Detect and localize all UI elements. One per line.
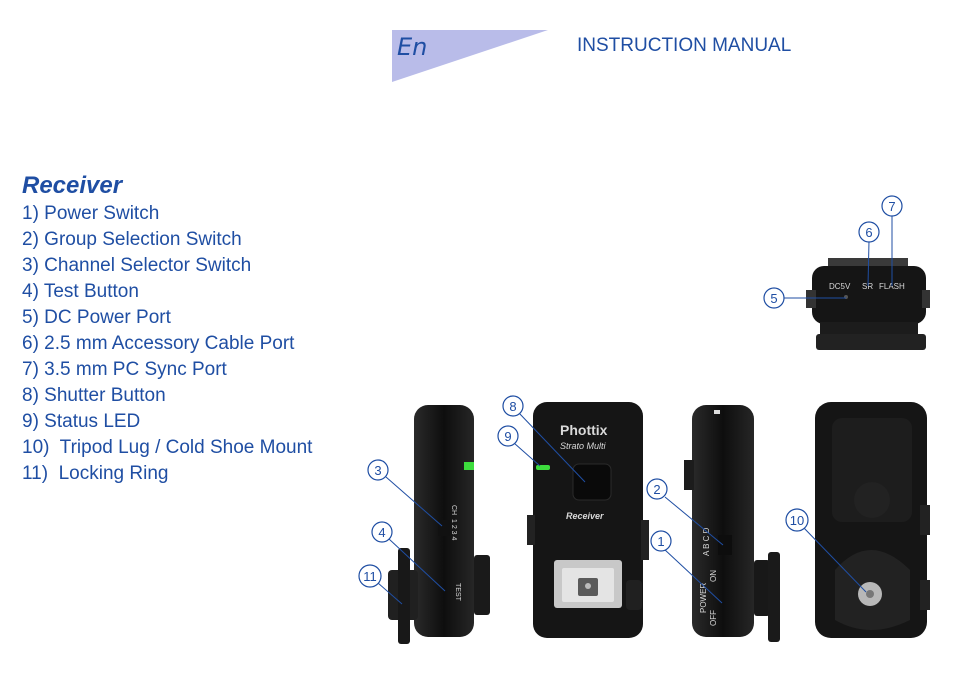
callout-4-label: 4: [378, 525, 385, 540]
receiver-back-view: [815, 402, 930, 638]
callout-7: [881, 195, 903, 217]
status-led-icon: [536, 465, 550, 470]
dc-port-label: DC5V: [829, 282, 851, 291]
list-item: 10) Tripod Lug / Cold Shoe Mount: [22, 437, 313, 458]
callout-6-label: 6: [865, 225, 872, 240]
channel-numbers: 1 2 3 4: [450, 519, 457, 541]
receiver-left-side-view: CH 1 2 3 4 TEST: [388, 405, 490, 644]
channel-label: CH: [450, 505, 457, 515]
callout-1-label: 1: [657, 534, 664, 549]
callout-11: [358, 564, 382, 588]
power-label: POWER: [699, 583, 708, 613]
callout-3-label: 3: [374, 463, 381, 478]
callout-1: [650, 530, 672, 552]
section-title: Receiver: [22, 172, 123, 199]
list-item: 1) Power Switch: [22, 203, 160, 224]
callout-3: [367, 459, 389, 481]
sr-port-label: SR: [862, 282, 873, 291]
callout-8-label: 8: [509, 399, 516, 414]
receiver-label: Receiver: [566, 511, 604, 521]
status-led-icon: [464, 462, 474, 470]
list-item: 8) Shutter Button: [22, 385, 166, 406]
manual-title: INSTRUCTION MANUAL: [577, 35, 792, 56]
list-item: 4) Test Button: [22, 281, 139, 302]
flash-port-label: FLASH: [879, 282, 905, 291]
list-item: 9) Status LED: [22, 411, 141, 432]
callout-5-label: 5: [770, 291, 777, 306]
callout-9-label: 9: [504, 429, 511, 444]
group-letters: A B C D: [702, 527, 711, 556]
callout-11-label: 11: [363, 569, 377, 584]
callout-7-label: 7: [888, 199, 895, 214]
language-label: En: [397, 33, 428, 61]
list-item: 5) DC Power Port: [22, 307, 171, 328]
callout-10-label: 10: [790, 513, 804, 528]
test-label: TEST: [454, 583, 461, 602]
shutter-button[interactable]: [572, 463, 612, 501]
model-name: Strato Multi: [560, 441, 607, 451]
callout-10: [785, 508, 809, 532]
off-label: OFF: [709, 610, 718, 626]
callout-9: [497, 425, 519, 447]
callout-4: [371, 521, 393, 543]
language-banner: [392, 30, 548, 82]
callout-lines: [377, 215, 893, 605]
brand-logo: Phottix: [560, 422, 608, 438]
receiver-top-view: DC5V SR FLASH: [806, 258, 930, 350]
receiver-right-side-view: A B C D ON POWER OFF: [684, 405, 780, 642]
list-item: 11) Locking Ring: [22, 463, 169, 484]
callout-2-label: 2: [653, 482, 660, 497]
callout-5: [763, 287, 785, 309]
callout-2: [646, 478, 668, 500]
on-label: ON: [709, 570, 718, 582]
callout-6: [858, 221, 880, 243]
list-item: 6) 2.5 mm Accessory Cable Port: [22, 333, 295, 354]
receiver-front-view: Phottix Strato Multi Receiver: [527, 402, 649, 638]
list-item: 2) Group Selection Switch: [22, 229, 242, 250]
list-item: 7) 3.5 mm PC Sync Port: [22, 359, 227, 380]
callout-8: [502, 395, 524, 417]
list-item: 3) Channel Selector Switch: [22, 255, 252, 276]
parts-list: 1) Power Switch 2) Group Selection Switc…: [22, 203, 312, 489]
